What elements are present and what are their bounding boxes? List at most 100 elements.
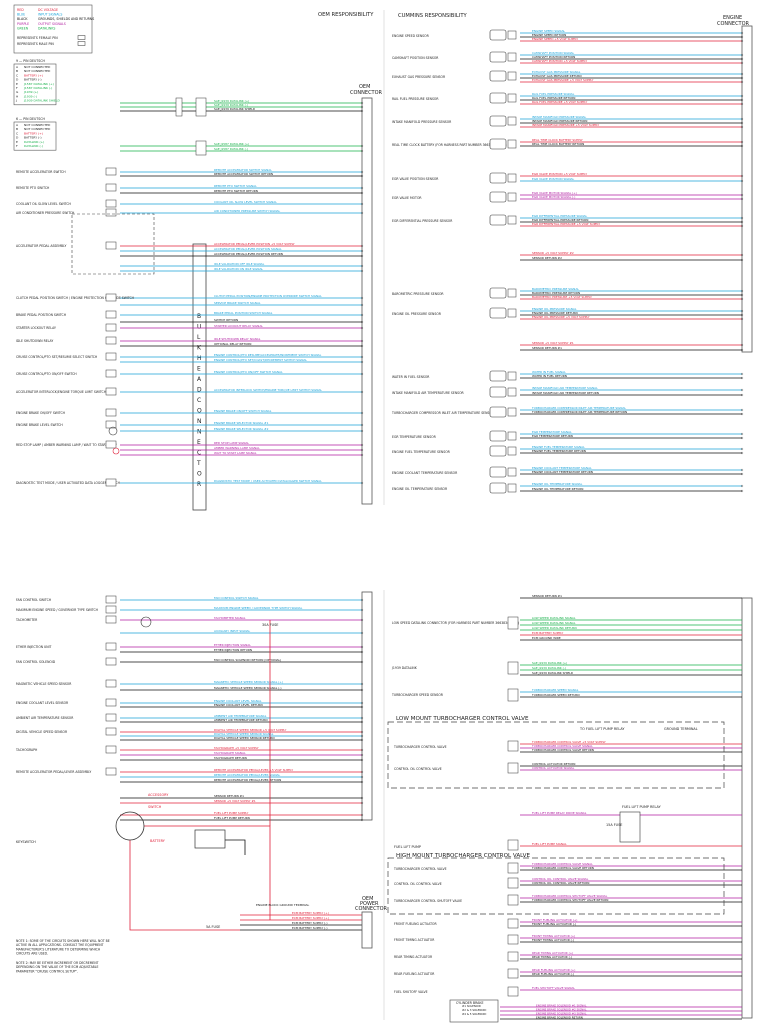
wire-signal-label: FUEL LIFT PUMP SUPPLY [214,811,249,815]
wire-signal-label: IDLE VALIDATION ON IDLE SIGNAL [214,267,263,271]
wire-signal-label: INTAKE MANIFOLD AIR TEMPERATURE SIGNAL [532,386,598,390]
pin-letter: B [16,127,18,131]
wire-signal-label: ENGINE CONTROL/PTO ON/OFF SWITCH SIGNAL [214,370,283,374]
sensor-plug-icon [507,93,517,103]
connector-plug-icon [105,440,117,449]
component-label: INTAKE MANIFOLD PRESSURE SENSOR [392,120,452,124]
wire-signal-label: FUEL SHUTOFF VALVE SIGNAL [532,986,575,990]
connector-pin [360,650,364,654]
sensor-plug-icon [507,71,517,81]
wire-signal-label: BAROMETRIC PRESSURE SIGNAL [532,287,579,291]
wire-signal-label: ENGINE BRAKE SELECTOR SIGNAL #2 [214,427,269,431]
wire-signal-label: EGR DIFFERENTIAL PRESSURE RETURN [532,218,588,222]
datalink-connector-icon [195,140,207,156]
wire-signal-label: MAXIMUM ENGINE SPEED / GOVERNOR TYPE SWI… [214,606,303,610]
component-label: ENGINE SPEED SENSOR [392,34,430,38]
wire-signal-label: EXHAUST GAS PRESSURE SIGNAL [532,70,581,74]
wire-signal-label: WAIT TO START LAMP SIGNAL [214,451,257,455]
connector-pin [740,80,744,84]
connector-plug-icon [105,387,117,396]
wire-signal-label: SENSOR RETURN #1 [532,346,562,350]
pin-label: DATALINK (+) [24,140,44,144]
brake-solenoid-label: #4 & 5 SOLENOID [462,1012,486,1016]
wire-signal-label: EGR VALVE MOTOR SIGNAL (+) [532,191,577,195]
component-label: RAIL FUEL PRESSURE SENSOR [392,97,439,101]
sensor-plug-icon [507,52,517,62]
sensor-plug-icon [507,116,517,126]
low-mount-relay-note: TO FUEL LIFT PUMP RELAY [579,727,625,731]
connector-pin [740,468,744,472]
wire-signal-label: WATER IN FUEL RETURN [532,374,567,378]
connector-pin [740,447,744,451]
pin-table-title: 6 — PIN DEUTSCH [16,117,45,121]
connector-pin [740,174,744,178]
connector-plug-icon [507,616,519,630]
connector-pin [360,344,364,348]
connector-pin [740,102,744,106]
wire-signal-label: EGR DIFFERENTIAL PRESSURE SIGNAL [532,214,588,218]
connector-pin [740,216,744,220]
wire-signal-label: REMOTE ACCELERATOR PEDAL/LEVER RETURN [214,778,281,782]
cylinder-brake-box [449,999,499,1023]
wire-signal-label: ENGINE SPEED SIGNAL [532,29,565,33]
wire-signal-label: AUXILIARY INPUT SIGNAL [214,629,250,633]
valve-plug-icon [507,862,519,874]
connector-pin [740,125,744,129]
bulkhead-letter: N [197,418,202,425]
fuse-30a-label: 30A FUSE [262,623,278,627]
connector-pin [740,372,744,376]
wire-signal-label: ENGINE OIL TEMPERATURE RETURN [532,487,583,491]
wire-signal-label: TURBOCHARGER CONTROL VALVE +5 VOLT SUPPL… [531,740,606,744]
connector-plug-icon [105,642,117,651]
wire-signal-label: EGR VALVE POSITION SIGNAL [532,177,575,181]
connector-pin [360,481,364,485]
connector-pin [360,813,364,817]
sensor-icon [489,51,507,63]
wire-run [225,839,246,855]
component-label: COOLANT OIL SLOW LEVEL SWITCH [16,202,71,206]
connector-plug-icon [105,420,117,429]
connector-pin [740,121,744,125]
component-label: ENGINE OIL PRESSURE SENSOR [392,312,442,316]
bulkhead-letter: N [197,429,202,436]
connector-pin [360,631,364,635]
brake-solenoid-label: #2 & 3 SOLENOID [462,1008,486,1012]
valve-plug-icon [507,894,519,906]
connector-pin [360,748,364,752]
wire-signal-label: AMBIENT AIR TEMPERATURE RETURN [214,718,268,722]
wire-signal-label: IDLE VALIDATION OFF IDLE SIGNAL [214,262,265,266]
wire-signal-label: SAE J1587 DATALINK (-) [214,147,248,151]
wire-signal-label: FRONT FUELING ACTUATOR (+) [532,918,577,922]
wire-signal-label: TURBOCHARGER SPEED RETURN [531,693,580,697]
connector-pin [740,317,744,321]
connector-plug-icon [105,478,117,487]
component-label: FUEL SHUTOFF VALVE [394,990,428,994]
bulkhead-letter: C [197,397,201,404]
connector-pin [360,660,364,664]
sensor-icon [489,386,507,398]
battery-icon [194,829,226,849]
sensor-icon [489,115,507,127]
sensor-plug-icon [507,30,517,40]
bulkhead-letter: H [197,355,202,362]
wire-signal-label: REMOTE PTO SWITCH RETURN [214,189,258,193]
wire-signal-label: ECM BATTERY SUPPLY (+) [292,916,329,920]
connector-pin [360,720,364,724]
connector-plug-icon [105,167,117,176]
connector-pin [360,598,364,602]
connector-pin [740,61,744,65]
pin-label: DATALINK (-) [24,144,43,148]
sensor-plug-icon [507,446,517,456]
connector-pin [360,645,364,649]
pin-letter: F [16,144,18,148]
connector-plug-icon [105,310,117,319]
connector-pin [740,76,744,80]
pin-label: BATTERY (-) [24,136,42,140]
connector-pin [360,303,364,307]
component-label: TURBOCHARGER CONTROL VALVE [393,867,447,871]
wire-signal-label: SENSOR RETURN #2 [532,256,562,260]
component-label: CRUISE CONTROL/PTO ON/OFF SWITCH [16,372,77,376]
wire-signal-label: MAGNETIC VEHICLE SPEED SENSOR SIGNAL (-) [214,686,282,690]
